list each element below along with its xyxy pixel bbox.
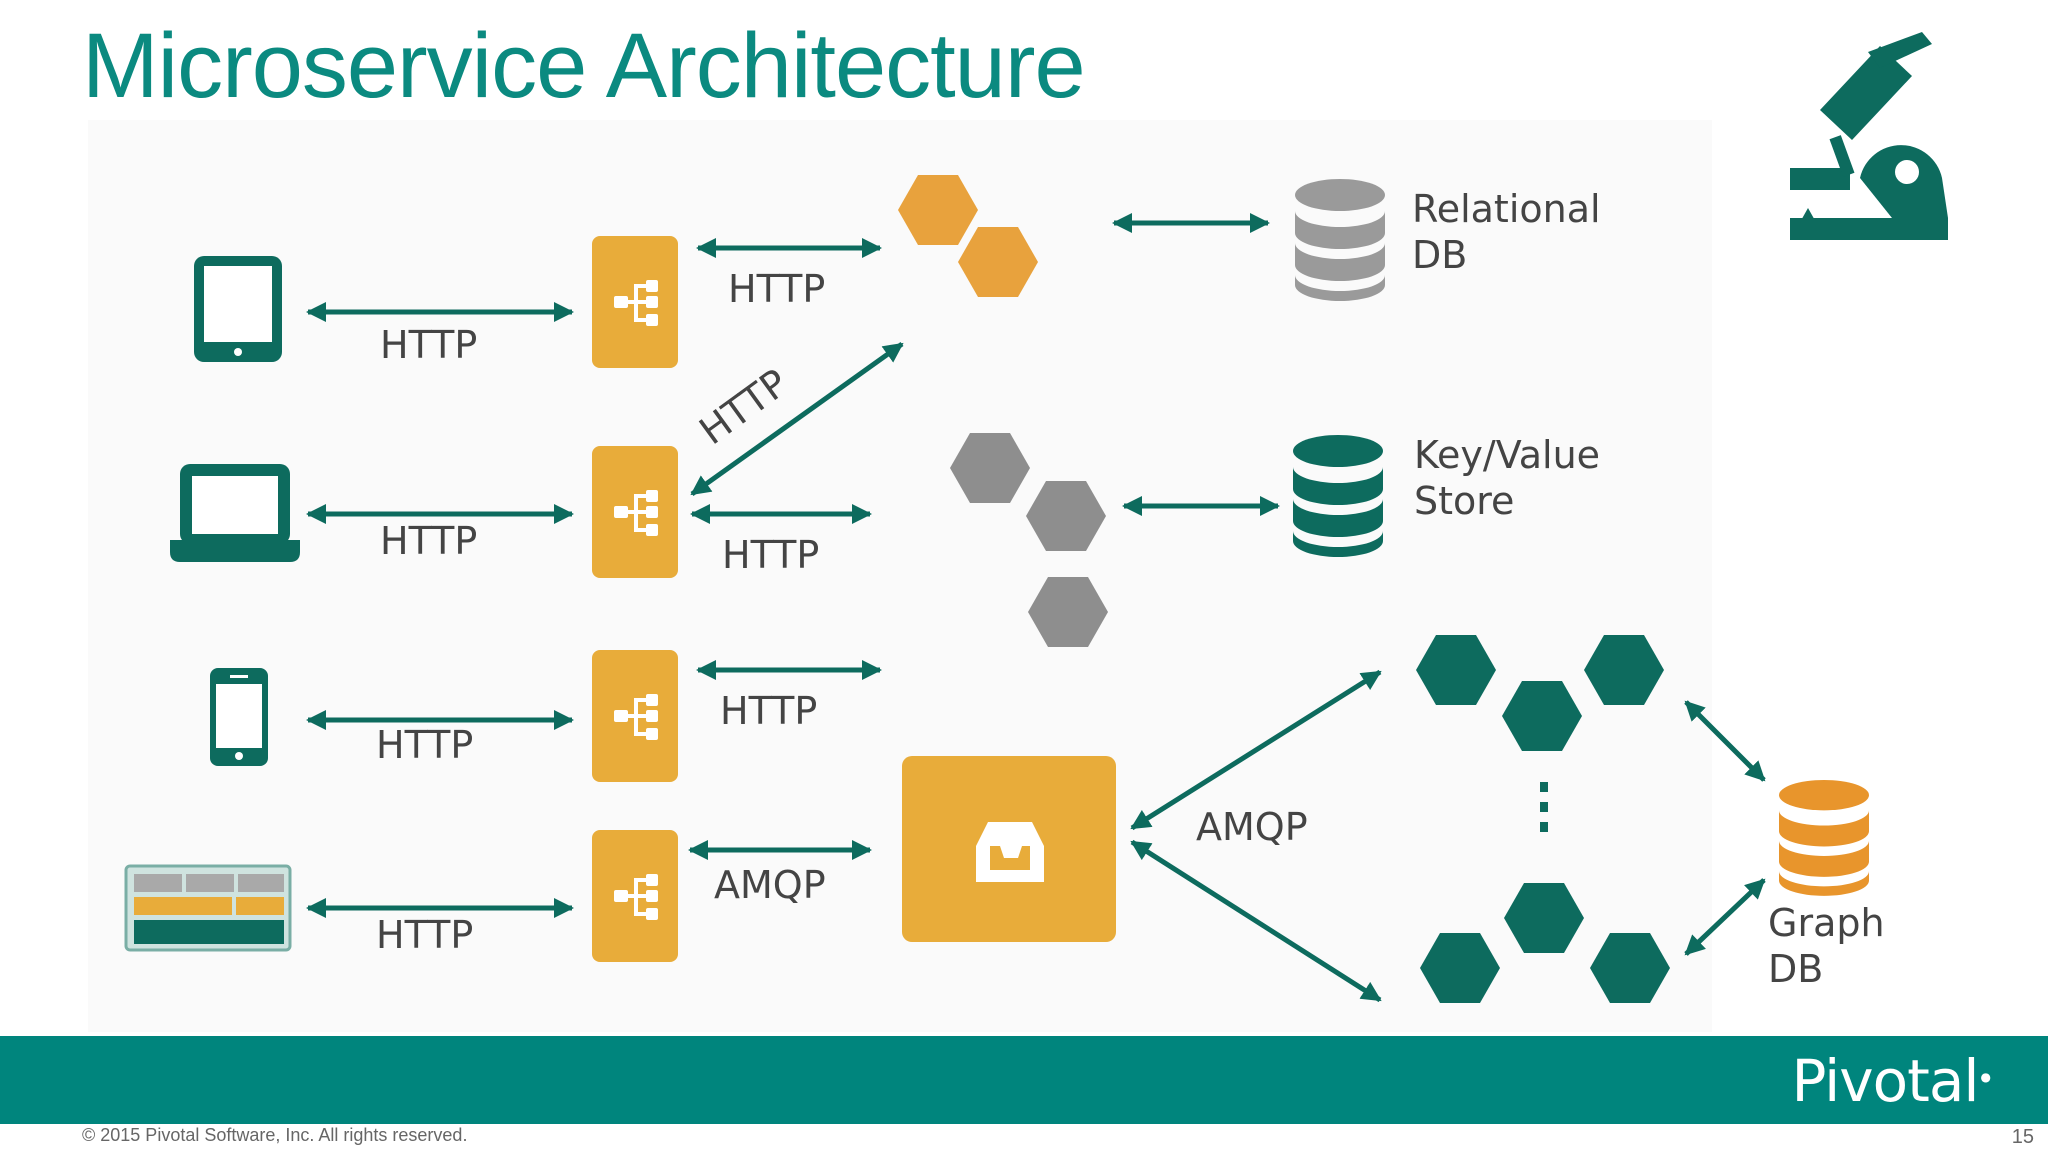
key-value-store-icon: [1293, 435, 1383, 557]
label-client-3: HTTP: [376, 723, 473, 767]
key-value-label-2: Store: [1414, 479, 1514, 523]
connector-queue-teal-bottom: [1130, 839, 1382, 1003]
microscope-icon: [1790, 32, 1948, 240]
service-cluster-teal-top: [1416, 635, 1664, 751]
phone-icon: [210, 668, 268, 766]
copyright-notice: © 2015 Pivotal Software, Inc. All rights…: [82, 1125, 468, 1145]
label-gw2: HTTP: [722, 533, 819, 577]
relational-db-icon: [1295, 179, 1385, 301]
web-page-icon: [124, 864, 292, 952]
api-gateway-1: [592, 236, 678, 368]
connector-teal-graph-top: [1684, 700, 1766, 782]
pivotal-logo: Pivotal●: [1791, 1047, 1991, 1115]
relational-db-label-2: DB: [1412, 233, 1467, 277]
label-client-1: HTTP: [380, 323, 477, 367]
page-number: 15: [2011, 1126, 2034, 1148]
label-client-2: HTTP: [380, 519, 477, 563]
label-gw1: HTTP: [728, 267, 825, 311]
message-queue: [902, 756, 1116, 942]
api-gateway-3: [592, 650, 678, 782]
slide-title: Microservice Architecture: [82, 15, 1086, 117]
laptop-icon: [170, 464, 300, 562]
service-cluster-gray: [950, 433, 1108, 647]
diagram-background: [88, 120, 1712, 1032]
tablet-icon: [194, 256, 282, 362]
api-gateway-4: [592, 830, 678, 962]
api-gateway-2: [592, 446, 678, 578]
ellipsis-dots: [1540, 782, 1548, 832]
connector-queue-teal-top: [1130, 669, 1382, 831]
key-value-label-1: Key/Value: [1414, 433, 1600, 477]
graph-db-label-1: Graph: [1768, 901, 1885, 945]
label-gw3: HTTP: [720, 689, 817, 733]
label-gw4: AMQP: [714, 863, 826, 907]
relational-db-label-1: Relational: [1412, 187, 1601, 231]
service-cluster-teal-bottom: [1420, 883, 1670, 1003]
graph-db-label-2: DB: [1768, 947, 1823, 991]
connector-gw2-orange: [690, 341, 904, 497]
footer-band: [0, 1036, 2048, 1124]
label-diagonal: HTTP: [691, 361, 796, 454]
label-client-4: HTTP: [376, 913, 473, 957]
connector-teal-graph-bottom: [1684, 878, 1766, 956]
inbox-icon: [976, 822, 1044, 882]
service-cluster-orange: [898, 175, 1038, 297]
graph-db-icon: [1779, 779, 1869, 896]
label-queue-amqp: AMQP: [1196, 805, 1308, 849]
